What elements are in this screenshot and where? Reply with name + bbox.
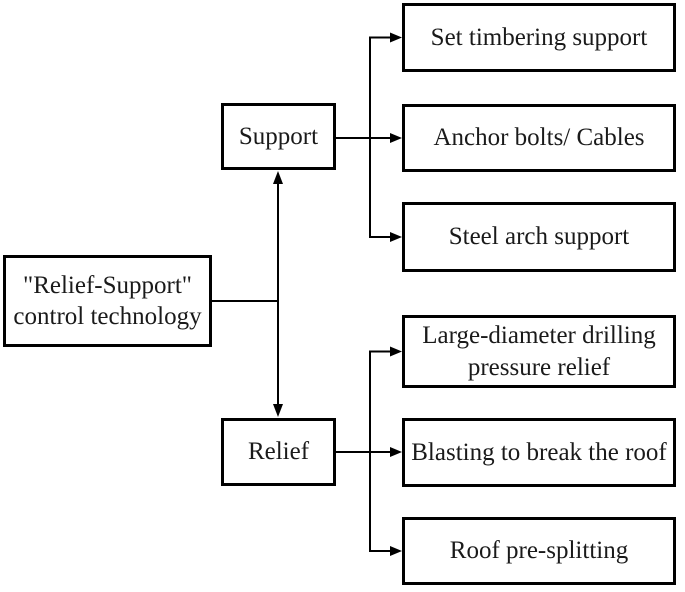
arrowhead-blasting (390, 447, 402, 457)
node-steel-arch-support: Steel arch support (402, 202, 676, 272)
node-relief: Relief (221, 418, 336, 486)
node-large-diameter-drilling-pressure-relief: Large-diameter drilling pressure relief (402, 315, 676, 388)
node-roof-pre-splitting: Roof pre-splitting (402, 517, 676, 585)
arrowhead-presplit (390, 546, 402, 556)
arrowhead-steel-arch (390, 232, 402, 242)
arrowhead-down-to-relief (273, 404, 283, 417)
node-support: Support (221, 103, 336, 170)
arrowhead-drilling (390, 346, 402, 357)
arrowhead-up-to-support (273, 171, 283, 184)
arrowhead-anchor (390, 133, 402, 143)
node-relief-support-control-technology: "Relief-Support" control technology (3, 255, 212, 347)
node-set-timbering-support: Set timbering support (402, 3, 676, 72)
node-anchor-bolts-cables: Anchor bolts/ Cables (402, 104, 676, 172)
arrowhead-timbering (390, 32, 402, 43)
node-blasting-to-break-the-roof: Blasting to break the roof (402, 418, 676, 487)
